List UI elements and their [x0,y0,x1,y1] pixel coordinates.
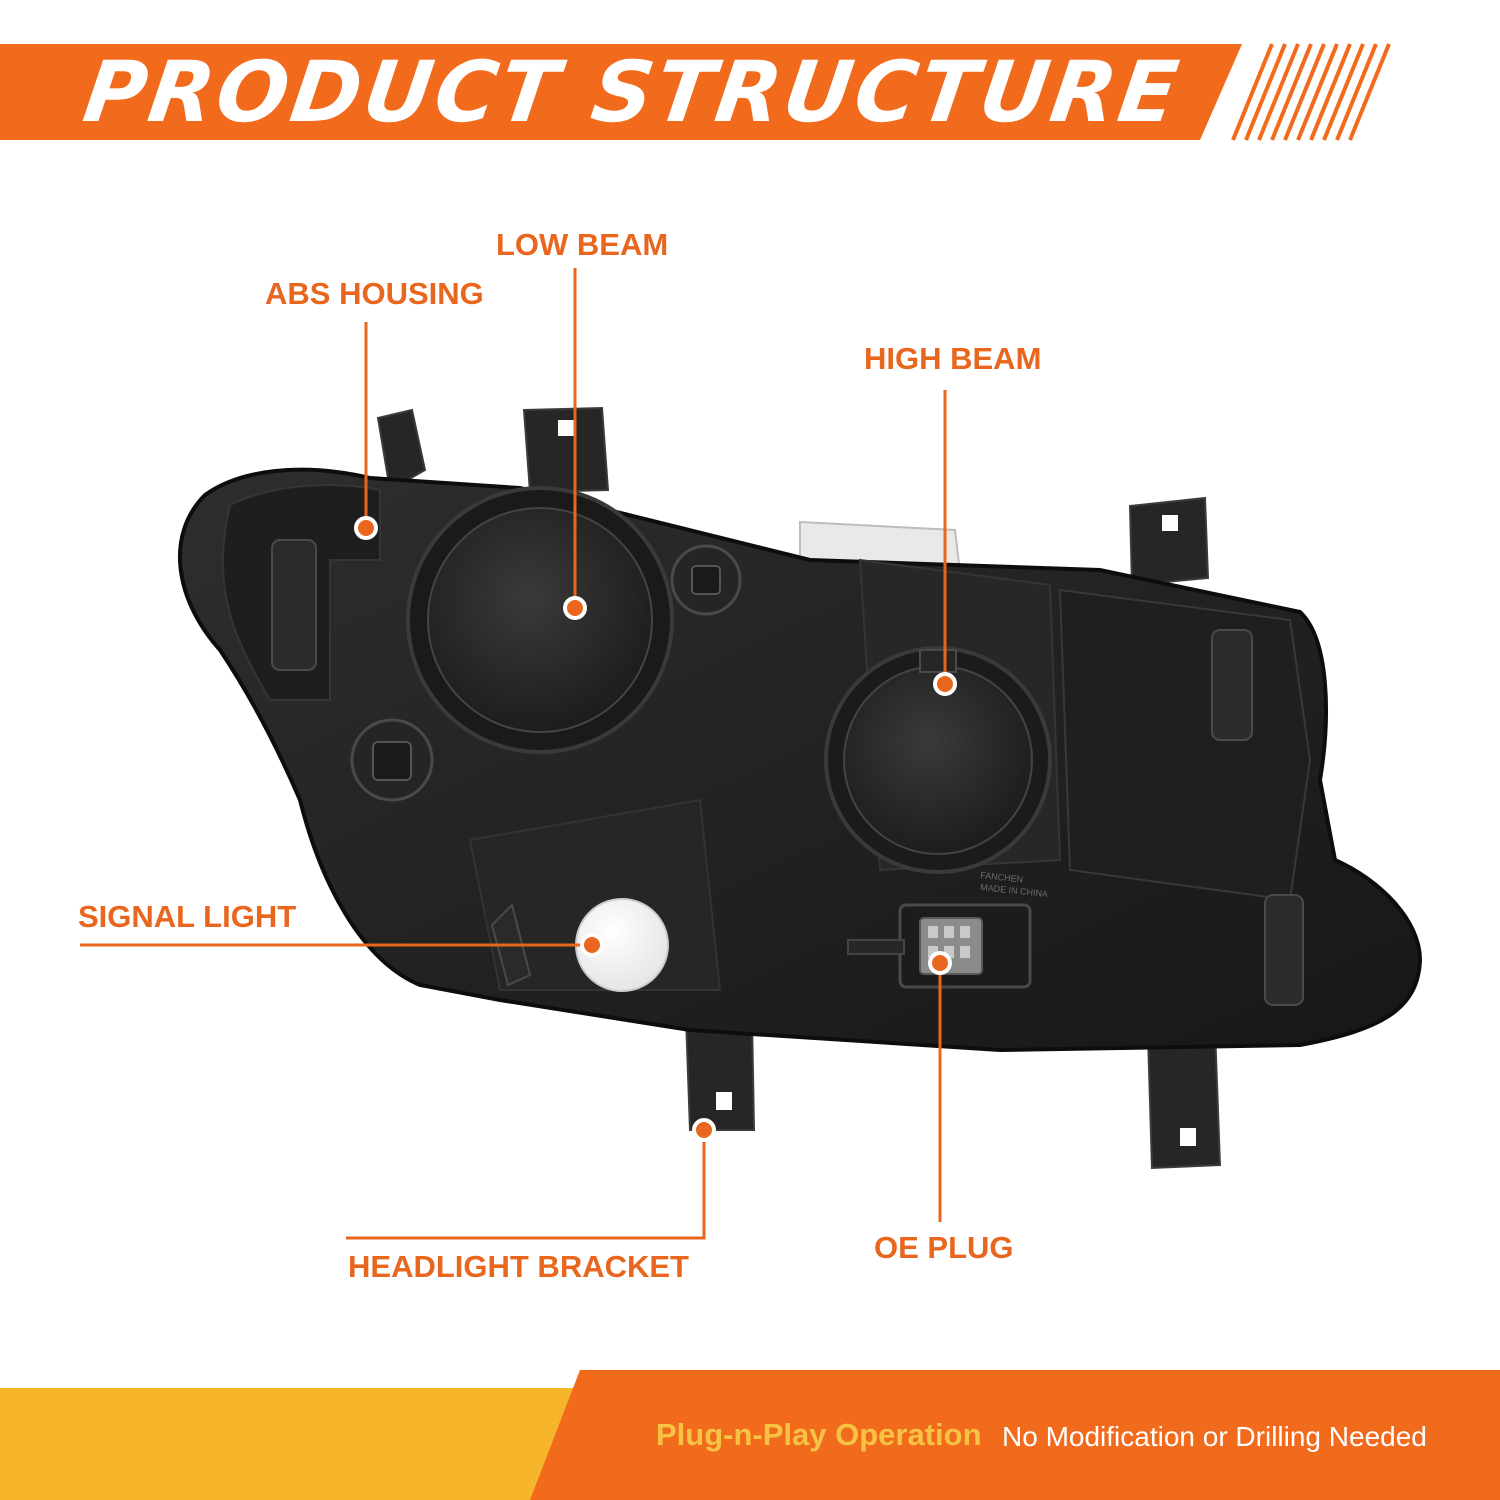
label-high-beam: HIGH BEAM [864,341,1042,376]
callout-leaders [80,268,947,1240]
footer-banner [0,1370,1500,1500]
label-oe-plug: OE PLUG [874,1230,1014,1265]
label-low-beam: LOW BEAM [496,227,669,262]
callout-dots [354,516,957,1142]
footer-note-text: No Modification or Drilling Needed [1002,1421,1427,1452]
callout-dot-icon [563,596,587,620]
header-stripe-decoration [1231,43,1391,141]
label-signal-light: SIGNAL LIGHT [78,899,297,934]
label-abs-housing: ABS HOUSING [265,276,484,311]
callout-dot-icon [933,672,957,696]
footer-feature-text: Plug-n-Play Operation [656,1417,982,1452]
callout-dot-icon [580,933,604,957]
callout-dot-icon [692,1118,716,1142]
header-banner [0,43,1391,141]
callout-dot-icon [354,516,378,540]
label-headlight-bracket: HEADLIGHT BRACKET [348,1249,689,1284]
footer-orange-strip [530,1370,1500,1500]
callout-dot-icon [928,951,952,975]
footer-yellow-strip [0,1388,640,1500]
header-banner-strip [0,44,1242,140]
mounting-tabs [376,406,1222,1170]
housing-brand-marking: FANCHEN [980,870,1024,884]
